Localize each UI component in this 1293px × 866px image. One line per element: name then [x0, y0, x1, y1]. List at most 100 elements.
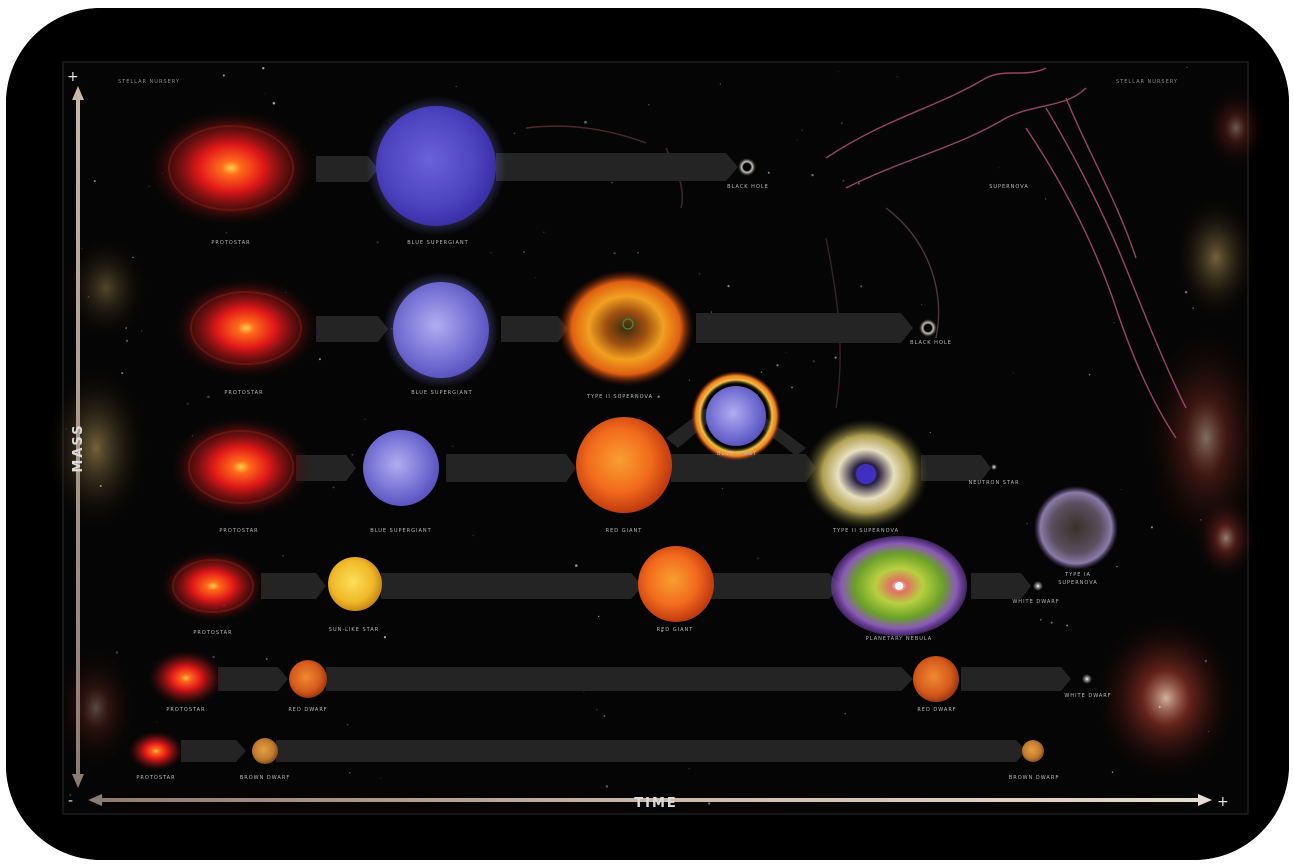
background-star: [1026, 522, 1028, 525]
background-star: [648, 104, 650, 106]
row-1: PROTOSTAR BLUE SUPERGIANT BLACK HOLE SUP…: [149, 96, 1028, 246]
y-axis-minus: -: [68, 793, 73, 809]
background-star: [543, 231, 545, 234]
type-ia-supernova-image: [1034, 486, 1118, 570]
background-star: [760, 371, 763, 373]
background-star: [490, 252, 492, 254]
background-star: [264, 93, 266, 95]
background-star: [1184, 291, 1188, 294]
background-star: [148, 185, 150, 187]
background-star: [603, 714, 606, 717]
background-star: [332, 486, 335, 489]
protostar-image: [148, 650, 224, 706]
background-star: [81, 248, 83, 250]
background-star: [657, 395, 660, 398]
background-star: [688, 379, 690, 381]
stage-label: PROTOSTAR: [166, 707, 205, 713]
red-giant-image: [576, 417, 672, 513]
x-axis-plus: +: [1217, 794, 1229, 810]
background-star: [318, 358, 321, 361]
stage-label: BLUE SUPERGIANT: [407, 240, 468, 246]
background-star: [121, 372, 124, 375]
blue-supergiant-image: [363, 430, 439, 506]
background-star: [1066, 624, 1069, 627]
white-dwarf-image: [1082, 674, 1092, 684]
blue-supergiant-image: [393, 282, 489, 378]
background-star: [575, 564, 578, 567]
background-star: [767, 171, 770, 174]
background-star: [413, 809, 414, 811]
background-star: [376, 241, 379, 244]
background-star: [212, 655, 215, 659]
background-star: [860, 285, 863, 288]
blue-supergiant-image: [376, 106, 496, 226]
row-2: PROTOSTAR BLUE SUPERGIANT TYPE II SUPERN…: [174, 270, 952, 400]
background-star: [757, 557, 759, 560]
protostar-image: [128, 731, 184, 771]
stage-label: RED GIANT: [606, 528, 643, 534]
background-star: [452, 445, 454, 447]
background-star: [796, 139, 798, 141]
brown-dwarf-image: [252, 738, 278, 764]
background-star: [1116, 565, 1118, 568]
stage-label: BLUE GIANT: [717, 451, 757, 457]
background-star: [1111, 771, 1114, 773]
background-star: [69, 793, 72, 796]
x-axis: + TIME: [88, 794, 1229, 811]
black-hole-image: [919, 319, 937, 337]
background-star: [156, 721, 158, 723]
background-star: [698, 273, 701, 275]
background-star: [1056, 775, 1059, 778]
red-dwarf-image: [913, 656, 959, 702]
stage-label: RED DWARF: [288, 707, 327, 713]
background-star: [125, 327, 127, 329]
stage-label: PLANETARY NEBULA: [866, 636, 932, 642]
neutron-star-image: [991, 464, 997, 470]
background-star: [584, 120, 587, 124]
background-star: [727, 284, 730, 288]
y-axis-arrow: [72, 86, 84, 788]
row-6: PROTOSTAR BROWN DWARF BROWN DWARF: [128, 731, 1058, 781]
stage-label: RED DWARF: [917, 707, 956, 713]
background-star: [262, 67, 265, 70]
background-star: [785, 351, 787, 353]
background-star: [186, 402, 189, 405]
background-star: [1044, 198, 1047, 200]
row-arrows: [181, 153, 1071, 762]
corner-label-top-left: STELLAR NURSERY: [118, 79, 180, 85]
background-star: [349, 772, 351, 774]
stage-label: BLUE SUPERGIANT: [411, 390, 472, 396]
y-axis-title: MASS: [71, 423, 86, 472]
background-star: [722, 487, 724, 490]
stage-label: BLACK HOLE: [910, 340, 952, 346]
background-star: [613, 252, 616, 255]
background-star: [1088, 373, 1091, 376]
background-star: [637, 251, 639, 254]
background-star: [225, 231, 228, 234]
stage-label: SUN-LIKE STAR: [329, 627, 379, 633]
background-star: [710, 311, 713, 313]
x-axis-arrow: [88, 794, 1212, 806]
stage-label: PROTOSTAR: [219, 528, 258, 534]
background-star: [207, 395, 210, 399]
x-axis-title: TIME: [634, 796, 678, 811]
background-star: [513, 132, 516, 135]
nebula-clouds: [46, 88, 1266, 778]
row-4: PROTOSTAR SUN-LIKE STAR RED GIANT PLANET…: [161, 486, 1118, 642]
background-star: [523, 251, 525, 253]
background-star: [688, 768, 690, 770]
background-star: [1200, 519, 1202, 521]
stage-label: TYPE II SUPERNOVA: [586, 394, 653, 400]
background-star: [115, 651, 119, 654]
background-star: [611, 181, 613, 184]
background-star: [1050, 621, 1053, 624]
background-star: [380, 778, 382, 779]
stage-label: BLACK HOLE: [727, 184, 769, 190]
background-star: [596, 708, 598, 711]
black-hole-image: [738, 158, 756, 176]
background-star: [364, 418, 366, 420]
background-star: [801, 129, 804, 132]
protostar-image: [174, 278, 318, 378]
background-star: [1039, 618, 1042, 621]
stellar-evolution-diagram: PROTOSTAR BLUE SUPERGIANT BLACK HOLE SUP…: [6, 8, 1289, 860]
